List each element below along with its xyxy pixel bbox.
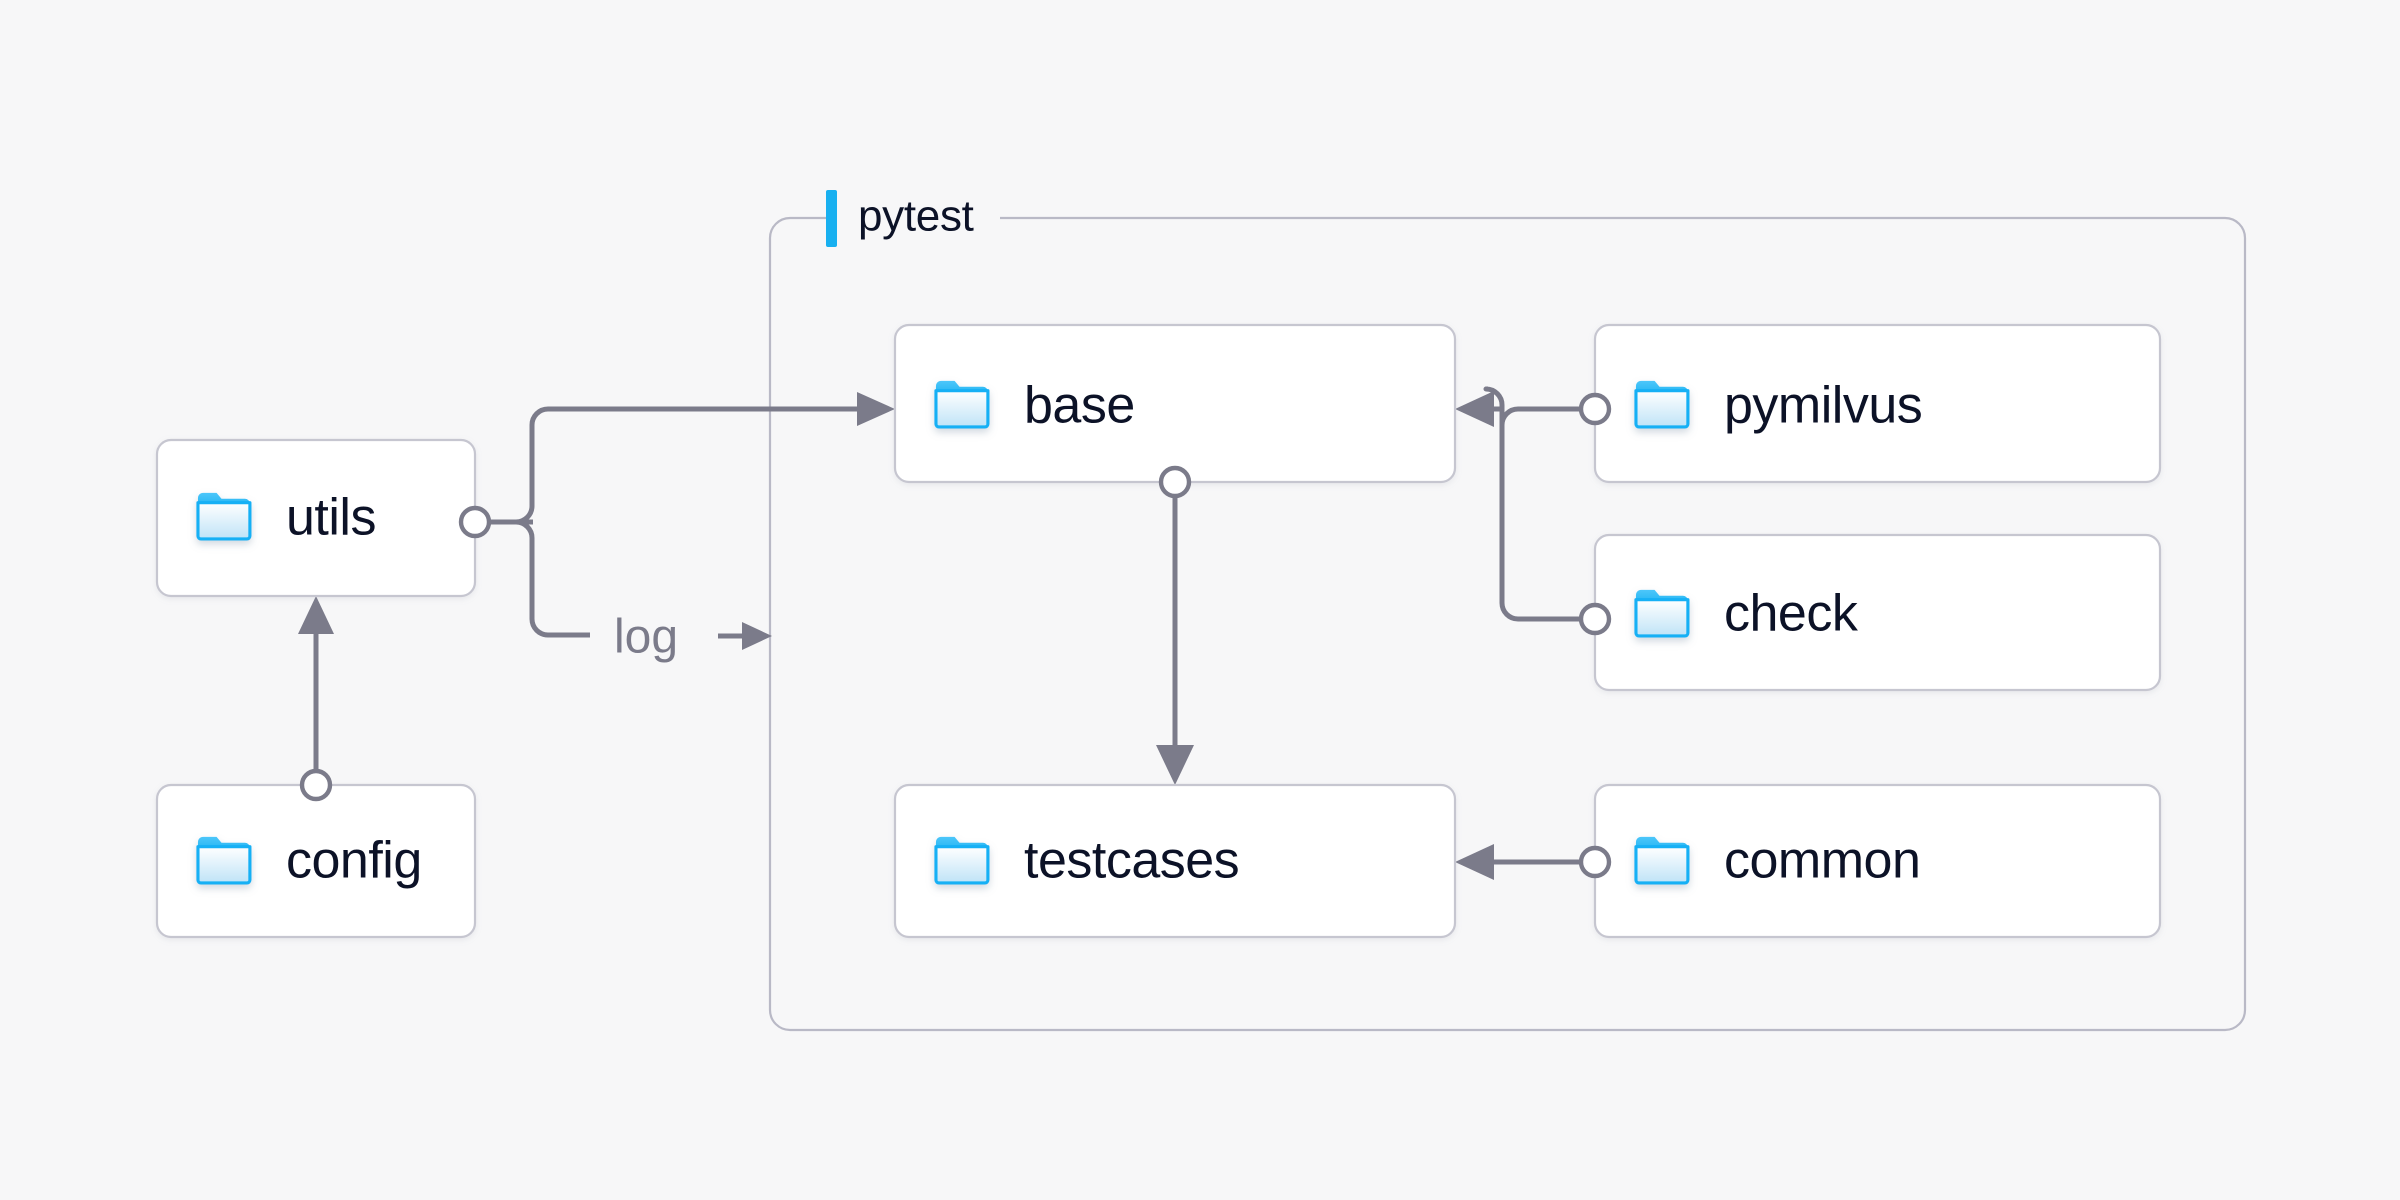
node-utils[interactable]: utils xyxy=(155,438,477,598)
arrowhead-to-testcases xyxy=(1156,745,1194,785)
node-check-label: check xyxy=(1724,585,1859,643)
folder-icon xyxy=(196,491,252,541)
pytest-group-border xyxy=(768,216,2247,1032)
node-testcases-label: testcases xyxy=(1024,832,1239,890)
edge-common-to-testcases xyxy=(1455,844,1581,880)
edge-base-to-testcases xyxy=(1156,496,1194,785)
pytest-group-label: pytest xyxy=(858,192,974,241)
arrowhead-log xyxy=(742,622,772,650)
edge-check-to-base xyxy=(1483,386,1505,425)
edge-right-column-to-base-arrow xyxy=(1455,391,1502,427)
edge-label-log: log xyxy=(614,611,678,664)
arrowhead-right-to-base xyxy=(1455,391,1494,427)
node-base[interactable]: base xyxy=(893,323,1457,484)
node-check[interactable]: check xyxy=(1593,533,2162,692)
folder-icon xyxy=(1634,379,1690,429)
port-base-bottom[interactable] xyxy=(1158,465,1192,499)
edge-pymilvus-to-base xyxy=(1488,406,1581,622)
pytest-accent-bar xyxy=(826,190,837,247)
folder-icon xyxy=(934,379,990,429)
node-testcases[interactable]: testcases xyxy=(893,783,1457,939)
edge-utils-to-base xyxy=(489,392,895,525)
folder-icon xyxy=(196,835,252,885)
arrowhead-to-utils xyxy=(298,596,334,634)
edge-config-to-utils xyxy=(298,596,334,771)
node-config-label: config xyxy=(286,832,422,890)
node-common[interactable]: common xyxy=(1593,783,2162,939)
pytest-group: pytest xyxy=(768,190,2247,1032)
node-utils-label: utils xyxy=(286,489,376,547)
folder-icon xyxy=(934,835,990,885)
port-config-top[interactable] xyxy=(299,768,333,802)
node-pymilvus-label: pymilvus xyxy=(1724,377,1922,435)
port-pymilvus-left[interactable] xyxy=(1578,392,1612,426)
node-testcases-box[interactable] xyxy=(893,783,1457,939)
edge-utils-to-pytest-log: log xyxy=(489,519,772,664)
port-utils-right[interactable] xyxy=(458,505,492,539)
node-config[interactable]: config xyxy=(155,783,477,939)
folder-icon xyxy=(1634,588,1690,638)
arrowhead-to-testcases-from-common xyxy=(1455,844,1494,880)
port-common-left[interactable] xyxy=(1578,845,1612,879)
node-pymilvus[interactable]: pymilvus xyxy=(1593,323,2162,484)
port-check-left[interactable] xyxy=(1578,602,1612,636)
node-common-label: common xyxy=(1724,832,1920,890)
arrowhead-to-base xyxy=(857,392,895,426)
folder-icon xyxy=(1634,835,1690,885)
node-base-label: base xyxy=(1024,377,1135,435)
